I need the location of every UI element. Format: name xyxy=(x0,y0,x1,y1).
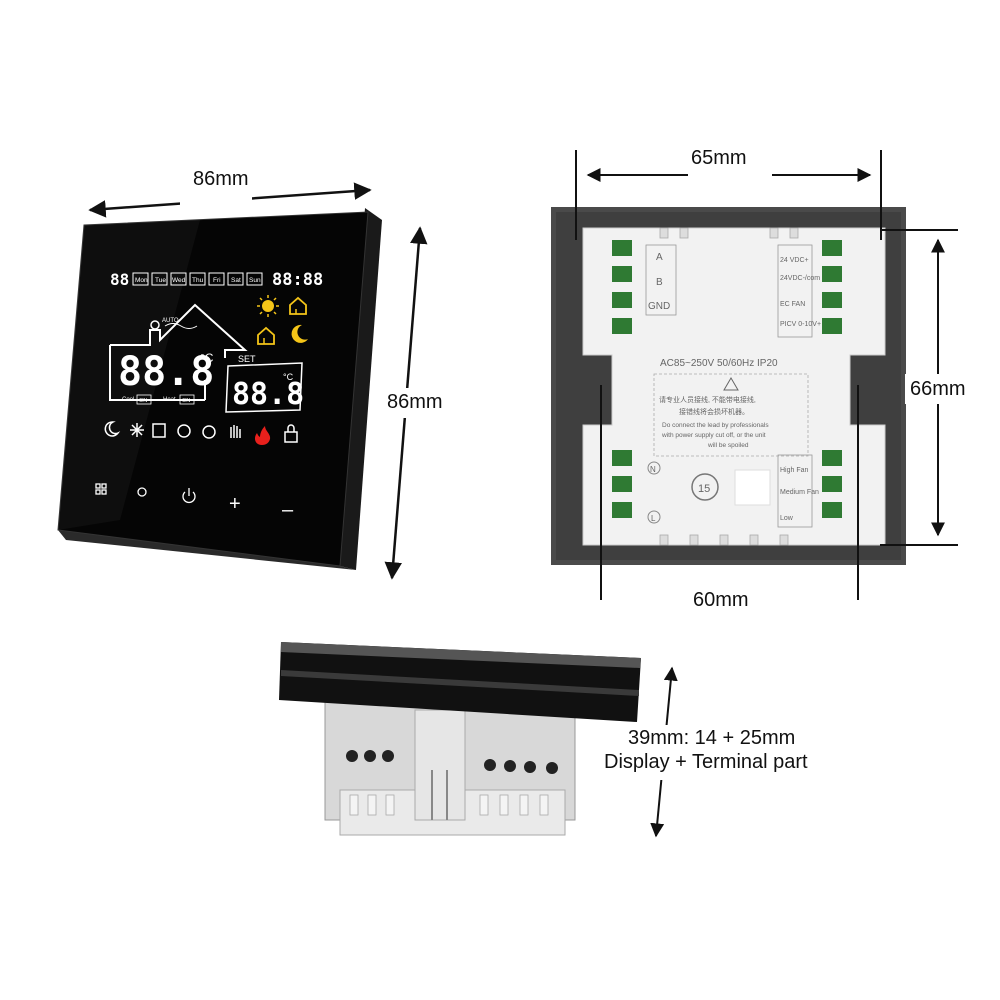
auto-label: AUTO xyxy=(162,318,179,324)
back-top-width-label: 65mm xyxy=(691,147,747,169)
thermostat-back: A B GND 24 VDC+ 24VDC-/com EC FAN PICV 0… xyxy=(551,207,906,565)
badge-number: 15 xyxy=(698,483,710,495)
clock-icon xyxy=(202,425,216,439)
label-b: B xyxy=(656,277,663,288)
minus-button-icon[interactable]: – xyxy=(282,499,294,521)
left-terminals-bottom xyxy=(612,450,632,518)
day-wed: Wed xyxy=(172,277,186,284)
flame-icon xyxy=(254,426,271,445)
label-low: Low xyxy=(780,515,794,522)
warning-en-1: Do connect the lead by professionals xyxy=(662,422,769,429)
vent-icon xyxy=(152,423,166,438)
hand-icon xyxy=(230,425,241,438)
label-gnd: GND xyxy=(648,301,670,312)
display-small-digits: 88 xyxy=(110,270,129,289)
set-temp-unit: °C xyxy=(283,372,294,382)
cool-label: Cool xyxy=(122,397,134,403)
power-button-icon[interactable] xyxy=(182,488,196,504)
front-width-label: 86mm xyxy=(193,168,249,190)
right-terminals-top xyxy=(822,240,842,334)
cool-on-label: ON xyxy=(139,398,147,404)
fan-button-icon[interactable] xyxy=(137,487,147,497)
heat-on-label: ON xyxy=(182,398,190,404)
back-bottom-width-label: 60mm xyxy=(693,589,749,611)
label-ec-fan: EC FAN xyxy=(780,301,805,308)
front-height-label: 86mm xyxy=(387,391,443,413)
label-24vdc-com: 24VDC-/com xyxy=(780,275,820,282)
home-away-icon xyxy=(257,326,275,345)
warning-icon xyxy=(723,377,739,391)
set-temp-frame xyxy=(225,362,303,413)
label-a: A xyxy=(656,252,663,263)
depth-label-line1: 39mm: 14 + 25mm xyxy=(628,727,796,749)
set-temperature: 88.8 xyxy=(232,377,304,412)
label-picv: PICV 0-10V+ xyxy=(780,321,821,328)
warning-en-2: with power supply cut off, or the unit xyxy=(661,432,766,439)
label-n: N xyxy=(650,465,656,474)
lock-icon xyxy=(284,424,298,443)
clock-display: 88:88 xyxy=(272,270,323,290)
warning-cn-2: 接错线将会损坏机器。 xyxy=(679,407,749,416)
warning-en-3: will be spoiled xyxy=(707,442,749,449)
thermostat-side xyxy=(279,642,641,836)
moon-icon xyxy=(291,324,308,343)
menu-button-icon[interactable] xyxy=(95,483,107,495)
icon-row xyxy=(104,421,298,443)
day-mon: Mon xyxy=(135,277,148,284)
back-height-label: 66mm xyxy=(910,378,966,400)
left-terminals-top xyxy=(612,240,632,334)
main-temperature: 88.8 xyxy=(118,349,214,395)
label-medium-fan: Medium Fan xyxy=(780,489,819,496)
label-high-fan: High Fan xyxy=(780,467,809,474)
fan-icon xyxy=(150,320,160,330)
day-thu: Thu xyxy=(192,277,204,284)
warning-cn-1: 请专业人员接线, 不能带电接线, xyxy=(659,395,756,404)
heat-label: Heat xyxy=(163,397,176,403)
house-outline xyxy=(109,303,248,401)
snowflake-icon xyxy=(130,423,144,437)
sun-icon xyxy=(257,295,279,317)
set-label: SET xyxy=(238,354,256,364)
label-24vdc-plus: 24 VDC+ xyxy=(780,257,809,264)
day-fri: Fri xyxy=(213,277,221,284)
depth-label-line2: Display + Terminal part xyxy=(604,751,808,773)
gear-icon xyxy=(177,424,191,438)
recycle-badge-icon xyxy=(691,473,719,501)
right-terminals-bottom xyxy=(822,450,842,518)
day-labels: Mon Tue Wed Thu Fri Sat Sun xyxy=(132,272,263,286)
day-sun: Sun xyxy=(249,277,261,284)
day-tue: Tue xyxy=(155,277,166,284)
plus-button-icon[interactable]: + xyxy=(229,493,241,515)
sleep-icon xyxy=(104,421,121,437)
power-spec: AC85~250V 50/60Hz IP20 xyxy=(660,358,778,369)
label-l: L xyxy=(651,514,656,523)
home-occupied-icon xyxy=(289,296,307,315)
main-temp-unit: °C xyxy=(200,351,214,365)
day-sat: Sat xyxy=(231,277,241,284)
thermostat-front: 88 Mon Tue Wed Thu Fri Sat Sun 88:88 AUT… xyxy=(57,208,382,570)
